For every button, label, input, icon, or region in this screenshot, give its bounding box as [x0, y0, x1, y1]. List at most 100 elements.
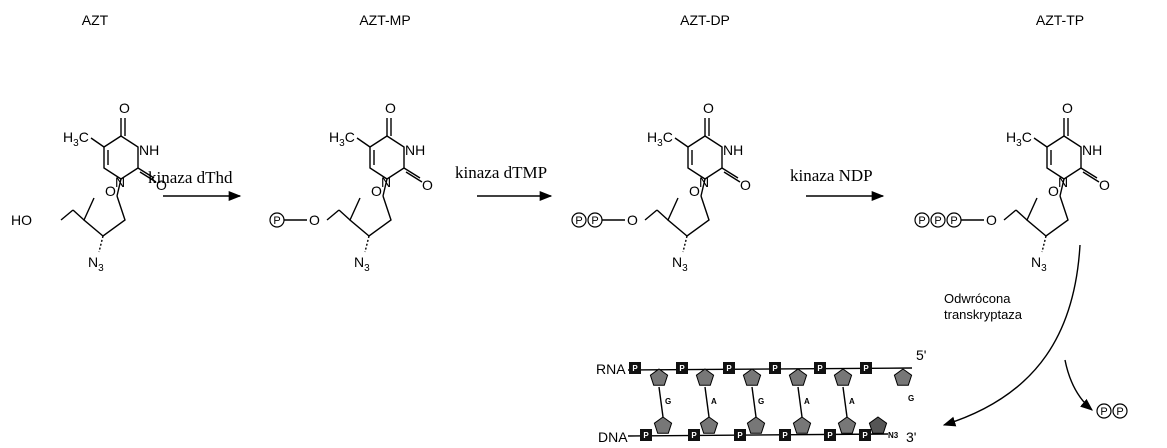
hydroxyl-label: HO: [11, 212, 32, 228]
base-pair-label: A: [804, 397, 810, 406]
ring-n-label: N: [115, 174, 125, 190]
methyl-label: H3C: [329, 129, 355, 149]
phosphate-label: P: [827, 431, 833, 440]
ring-o-label: O: [1048, 183, 1059, 199]
rna-sugar: [833, 368, 853, 386]
phosphate-label: P: [643, 431, 649, 440]
methyl-label: H3C: [1006, 129, 1032, 149]
azide-label: N3: [1031, 254, 1047, 274]
imide-label: NH: [1082, 142, 1102, 158]
carbonyl-o2-label: O: [422, 177, 433, 193]
dna-backbone: [627, 433, 889, 437]
carbonyl-o-label: O: [1062, 100, 1073, 116]
rna-sugar: [788, 368, 808, 386]
byproduct-phosphate: [1096, 403, 1112, 419]
rt-label-line1: Odwrócona: [944, 291, 1011, 306]
rna-phosphate: [723, 362, 735, 374]
carbonyl-o2-label: O: [740, 177, 751, 193]
rna-label: RNA: [596, 361, 626, 377]
dna-phosphate: [640, 429, 652, 441]
dna-sugar: [792, 416, 812, 434]
phosphate-label: P: [691, 431, 697, 440]
byproduct-arrow: [1064, 359, 1093, 411]
dna-phosphate: [688, 429, 700, 441]
phosphate-label: P: [862, 431, 868, 440]
phosphate-label: P: [591, 215, 598, 227]
molecule-name: AZT-DP: [680, 12, 730, 28]
enzyme-label-3: kinaza NDP: [790, 166, 873, 185]
rna-phosphate: [676, 362, 688, 374]
rna-phosphate: [629, 362, 641, 374]
ring-n-label: N: [1058, 174, 1068, 190]
phosphate-label: P: [575, 215, 582, 227]
base-pair-label: A: [711, 397, 717, 406]
carbonyl-o-label: O: [385, 100, 396, 116]
rna-phosphate: [860, 362, 872, 374]
phosphate-label: P: [934, 215, 941, 227]
methyl-label: H3C: [647, 129, 673, 149]
rna-sugar: [649, 368, 669, 386]
azide-label: N3: [88, 254, 104, 274]
dna-phosphate: [779, 429, 791, 441]
molecule-name: AZT-MP: [359, 12, 410, 28]
enzyme-label-2: kinaza dTMP: [455, 163, 547, 182]
phosphate-label: P: [726, 364, 732, 373]
phosphate-label: P: [632, 364, 638, 373]
enzyme-label-1: kinaza dThd: [148, 168, 233, 187]
base-pair-label: G: [665, 397, 671, 406]
ring-o-label: O: [689, 183, 700, 199]
carbonyl-o2-label: O: [1099, 177, 1110, 193]
dna-phosphate: [859, 429, 871, 441]
dna-sugar: [699, 416, 719, 434]
dna-label: DNA: [598, 429, 628, 445]
phosphate-label: P: [918, 215, 925, 227]
phosphate-label: P: [772, 364, 778, 373]
rna-tail-base: G: [908, 394, 914, 403]
azt-terminal-sugar: [868, 416, 888, 434]
dna-sugar: [837, 416, 857, 434]
dna-phosphate: [824, 429, 836, 441]
molecule-name: AZT-TP: [1036, 12, 1084, 28]
byproduct-phosphate: [1112, 403, 1128, 419]
phosphate-label: P: [863, 364, 869, 373]
phosphate-circle: [930, 212, 946, 228]
dna-3prime-label: 3': [906, 429, 916, 445]
phosphate-circle: [914, 212, 930, 228]
carbonyl-o2-label: O: [156, 177, 167, 193]
ring-n-label: N: [381, 174, 391, 190]
imide-label: NH: [405, 142, 425, 158]
phosphate-label: P: [273, 215, 280, 227]
rt-arrow: [942, 244, 1081, 427]
ring-o-label: O: [371, 183, 382, 199]
ring-n-label: N: [699, 174, 709, 190]
terminal-azide: N3: [888, 431, 899, 440]
imide-label: NH: [139, 142, 159, 158]
rna-sugar: [695, 368, 715, 386]
azide-label: N3: [354, 254, 370, 274]
carbonyl-o-label: O: [703, 100, 714, 116]
azide-label: N3: [672, 254, 688, 274]
ester-o-label: O: [627, 212, 638, 228]
rna-phosphate: [769, 362, 781, 374]
phosphate-label: P: [679, 364, 685, 373]
phosphate-circle: [571, 212, 587, 228]
base-pair-label: G: [758, 397, 764, 406]
imide-label: NH: [723, 142, 743, 158]
ester-o-label: O: [309, 212, 320, 228]
ring-o-label: O: [105, 183, 116, 199]
rt-label-line2: transkryptaza: [944, 307, 1023, 322]
base-pair-label: A: [849, 397, 855, 406]
byproduct-phosphate-label: P: [1100, 406, 1107, 418]
phosphate-label: P: [782, 431, 788, 440]
carbonyl-o-label: O: [119, 100, 130, 116]
ester-o-label: O: [986, 212, 997, 228]
phosphate-label: P: [950, 215, 957, 227]
byproduct-phosphate-label: P: [1116, 406, 1123, 418]
